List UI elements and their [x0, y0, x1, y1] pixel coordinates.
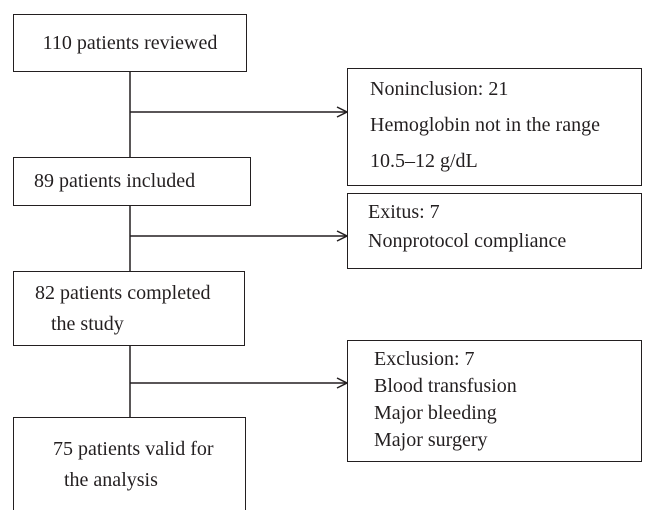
box-patients-valid: 75 patients valid for the analysis	[13, 417, 246, 510]
exclusion-reason-surgery: Major surgery	[374, 429, 488, 451]
box-patients-completed: 82 patients completed the study	[13, 271, 245, 346]
completed-text-line-2: the study	[51, 313, 124, 335]
box-patients-reviewed: 110 patients reviewed	[13, 14, 247, 72]
box-patients-included: 89 patients included	[13, 157, 251, 206]
noninclusion-reason: Hemoglobin not in the range	[370, 114, 600, 136]
exclusion-count: Exclusion: 7	[374, 348, 475, 370]
exclusion-reason-bleeding: Major bleeding	[374, 402, 497, 424]
exitus-count: Exitus: 7	[368, 201, 440, 223]
completed-text-line-1: 82 patients completed	[35, 282, 211, 304]
box-noninclusion: Noninclusion: 21 Hemoglobin not in the r…	[347, 68, 642, 186]
valid-text-line-2: the analysis	[64, 469, 158, 491]
noninclusion-count: Noninclusion: 21	[370, 78, 509, 100]
box-exclusion: Exclusion: 7 Blood transfusion Major ble…	[347, 340, 642, 462]
valid-text-line-1: 75 patients valid for	[53, 438, 214, 460]
noninclusion-range: 10.5–12 g/dL	[370, 150, 478, 172]
reviewed-text: 110 patients reviewed	[42, 32, 218, 54]
exclusion-reason-transfusion: Blood transfusion	[374, 375, 517, 397]
box-exitus: Exitus: 7 Nonprotocol compliance	[347, 193, 642, 269]
included-text: 89 patients included	[34, 170, 196, 192]
exitus-reason: Nonprotocol compliance	[368, 230, 567, 252]
